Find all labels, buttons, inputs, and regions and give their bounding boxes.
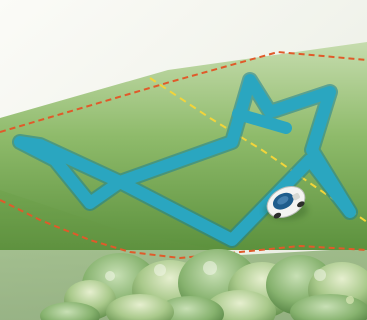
garden-scene bbox=[0, 0, 367, 320]
robotic-mower-illustration bbox=[0, 0, 367, 320]
